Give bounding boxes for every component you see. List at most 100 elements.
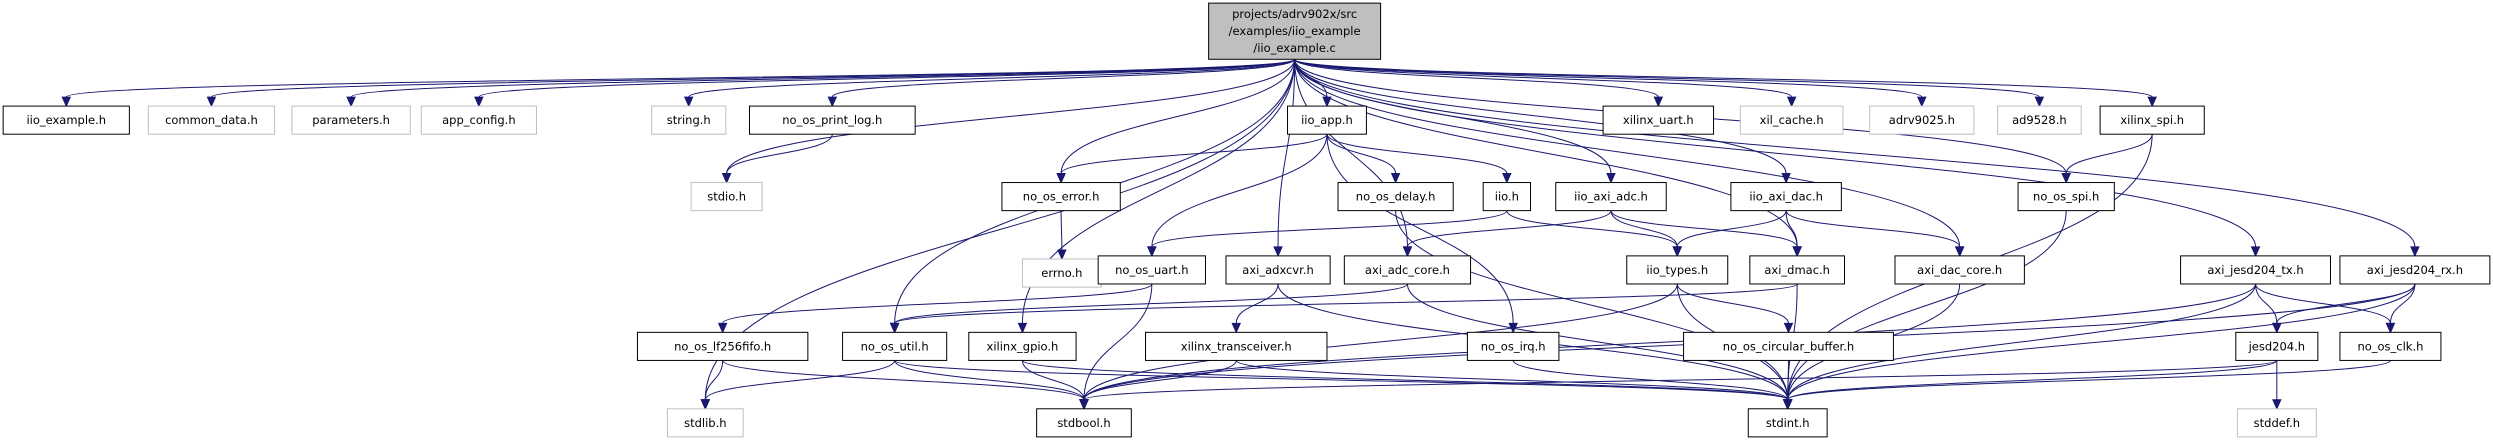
node-iio-example-h[interactable]: iio_example.h	[2, 105, 130, 135]
node-box	[2235, 331, 2319, 361]
node-box	[1225, 255, 1331, 285]
edge-arrowhead	[1231, 322, 1242, 334]
node-axi-jesd204-tx-h[interactable]: axi_jesd204_tx.h	[2180, 255, 2331, 285]
edge-iio_app_h-to-no_os_error_h	[1060, 133, 1328, 174]
edge-xilinx_transceiver_h-to-stdbool_h	[1083, 360, 1237, 400]
node-box	[666, 408, 744, 438]
edge-arrowhead	[1079, 399, 1089, 411]
edge-no_os_spi_h-to-stdint_h	[1787, 210, 2067, 400]
node-xilinx-transceiver-h[interactable]: xilinx_transceiver.h	[1145, 331, 1328, 361]
edge-arrowhead	[683, 96, 694, 108]
node-iio-example-c[interactable]: projects/adrv902x/src/examples/iio_examp…	[1208, 2, 1382, 60]
node-label: xilinx_transceiver.h	[1181, 339, 1292, 353]
node-stddef-h: stddef.h	[2236, 408, 2317, 438]
node-no-os-spi-h[interactable]: no_os_spi.h	[2017, 182, 2115, 212]
edge-iio_example_c-to-stdio_h	[726, 59, 1296, 174]
node-box	[1626, 255, 1729, 285]
node-box	[651, 105, 727, 135]
node-no-os-util-h[interactable]: no_os_util.h	[842, 331, 948, 361]
edge-arrowhead	[61, 96, 72, 108]
edge-xilinx_gpio_h-to-stdint_h	[1021, 359, 1789, 401]
node-box	[1287, 105, 1367, 135]
node-box	[690, 182, 763, 212]
edge-arrowhead	[889, 322, 900, 334]
edge-iio_axi_dac_h-to-axi_dac_core_h	[1785, 210, 1961, 248]
edge-iio_axi_adc_h-to-axi_adc_core_h	[1406, 210, 1612, 248]
edge-arrowhead	[1792, 246, 1802, 258]
edge-no_os_util_h-to-stdlib_h	[704, 360, 896, 400]
node-label: ad9528.h	[2012, 113, 2067, 127]
node-label: iio_example.h	[26, 113, 106, 127]
node-xilinx-gpio-h[interactable]: xilinx_gpio.h	[968, 331, 1077, 361]
node-label: stddef.h	[2254, 416, 2300, 430]
node-iio-axi-dac-h[interactable]: iio_axi_dac.h	[1730, 182, 1842, 212]
edge-iio_example_c-to-app_config_h	[478, 58, 1296, 98]
edge-axi_jesd204_tx_h-to-stdint_h	[1787, 283, 2257, 400]
node-stdint-h[interactable]: stdint.h	[1747, 408, 1828, 438]
node-label: /examples/iio_example	[1229, 24, 1361, 38]
node-stdbool-h[interactable]: stdbool.h	[1036, 408, 1132, 438]
node-no-os-lf256fifo-h[interactable]: no_os_lf256fifo.h	[636, 331, 809, 361]
edge-jesd204_h-to-stdbool_h	[1083, 359, 2278, 401]
node-box	[636, 331, 809, 361]
node-label: projects/adrv902x/src	[1232, 7, 1357, 21]
node-iio-app-h[interactable]: iio_app.h	[1287, 105, 1367, 135]
node-box	[1036, 408, 1132, 438]
edge-arrowhead	[1057, 249, 1067, 261]
node-no-os-print-log-h[interactable]: no_os_print_log.h	[748, 105, 916, 135]
node-common-data-h: common_data.h	[147, 105, 276, 135]
node-axi-dmac-h[interactable]: axi_dmac.h	[1749, 255, 1846, 285]
node-label: errno.h	[1041, 266, 1082, 280]
node-iio-axi-adc-h[interactable]: iio_axi_adc.h	[1555, 182, 1667, 212]
node-ad9528-h: ad9528.h	[1997, 105, 2082, 135]
node-app-config-h: app_config.h	[420, 105, 537, 135]
edge-iio_example_c-to-axi_adxcvr_h	[1277, 59, 1296, 247]
node-box	[291, 105, 411, 135]
edge-arrowhead	[2385, 322, 2396, 334]
node-parameters-h: parameters.h	[291, 105, 411, 135]
node-label: xilinx_uart.h	[1623, 113, 1694, 127]
node-no-os-clk-h[interactable]: no_os_clk.h	[2339, 331, 2442, 361]
node-axi-jesd204-rx-h[interactable]: axi_jesd204_rx.h	[2339, 255, 2491, 285]
node-label: iio.h	[1495, 190, 1519, 204]
node-box	[1747, 408, 1828, 438]
node-stdlib-h: stdlib.h	[666, 408, 744, 438]
node-label: stdlib.h	[684, 416, 726, 430]
node-no-os-irq-h[interactable]: no_os_irq.h	[1466, 331, 1560, 361]
node-box	[1001, 182, 1121, 212]
node-label: no_os_lf256fifo.h	[674, 339, 771, 353]
edge-iio_example_c-to-axi_dmac_h	[1294, 59, 1798, 247]
edge-jesd204_h-to-stdint_h	[1787, 359, 2278, 401]
node-label: iio_app.h	[1301, 113, 1353, 127]
node-no-os-error-h[interactable]: no_os_error.h	[1001, 182, 1121, 212]
node-iio-h[interactable]: iio.h	[1482, 182, 1532, 212]
node-label: axi_dmac.h	[1764, 263, 1830, 277]
edge-arrowhead	[1672, 246, 1683, 258]
node-no-os-delay-h[interactable]: no_os_delay.h	[1337, 182, 1454, 212]
node-jesd204-h[interactable]: jesd204.h	[2235, 331, 2319, 361]
edge-iio_axi_adc_h-to-axi_dmac_h	[1610, 210, 1798, 248]
edge-no_os_util_h-to-stdbool_h	[894, 360, 1085, 400]
node-label: no_os_uart.h	[1115, 263, 1188, 277]
edge-no_os_lf256fifo_h-to-stdbool_h	[722, 359, 1085, 401]
node-xilinx-spi-h[interactable]: xilinx_spi.h	[2099, 105, 2205, 135]
edge-arrowhead	[2410, 246, 2420, 258]
node-string-h: string.h	[651, 105, 727, 135]
node-box	[1894, 255, 2025, 285]
edge-iio_h-to-iio_types_h	[1506, 210, 1678, 248]
node-label: axi_jesd204_tx.h	[2207, 263, 2303, 277]
node-label: axi_adxcvr.h	[1242, 263, 1314, 277]
edge-iio_example_c-to-no_os_print_log_h	[831, 58, 1296, 98]
edge-iio_example_c-to-axi_adc_core_h	[1294, 59, 1408, 247]
node-axi-adxcvr-h[interactable]: axi_adxcvr.h	[1225, 255, 1331, 285]
node-iio-types-h[interactable]: iio_types.h	[1626, 255, 1729, 285]
node-label: no_os_util.h	[861, 339, 929, 353]
node-axi-adc-core-h[interactable]: axi_adc_core.h	[1343, 255, 1472, 285]
node-label: no_os_spi.h	[2033, 190, 2099, 204]
node-no-os-circular-buffer-h[interactable]: no_os_circular_buffer.h	[1683, 331, 1894, 361]
edge-xilinx_gpio_h-to-stdbool_h	[1021, 360, 1085, 400]
node-no-os-uart-h[interactable]: no_os_uart.h	[1097, 255, 1206, 285]
edge-iio_example_c-to-parameters_h	[350, 58, 1296, 98]
node-xilinx-uart-h[interactable]: xilinx_uart.h	[1602, 105, 1715, 135]
node-axi-dac-core-h[interactable]: axi_dac_core.h	[1894, 255, 2025, 285]
